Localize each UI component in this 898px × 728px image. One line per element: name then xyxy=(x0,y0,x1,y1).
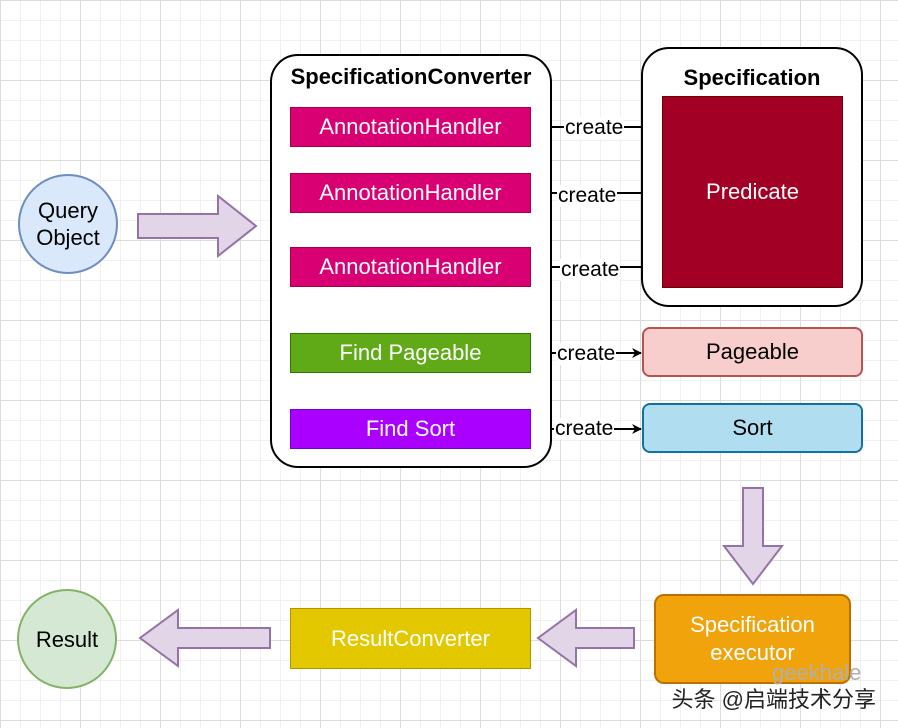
annotation-handler-1: AnnotationHandler xyxy=(290,107,531,147)
specification-executor-label: Specification executor xyxy=(690,612,815,665)
find-sort-box: Find Sort xyxy=(290,409,531,449)
flow-arrow-resultconverter-to-result xyxy=(138,608,271,668)
edge-label-create-2: create xyxy=(557,184,618,207)
flow-arrow-query-to-converter xyxy=(137,193,258,259)
edge-label-create-5: create xyxy=(554,417,615,440)
predicate-label: Predicate xyxy=(706,179,799,204)
find-pageable-label: Find Pageable xyxy=(339,340,482,365)
edge-label-create-3: create xyxy=(560,258,621,281)
watermark-faint: geekhale xyxy=(772,660,862,685)
annotation-handler-3-label: AnnotationHandler xyxy=(319,254,502,279)
edge-label-create-1: create xyxy=(564,116,625,139)
flow-arrow-executor-to-resultconverter xyxy=(536,608,635,668)
pageable-label: Pageable xyxy=(706,339,799,364)
sort-box: Sort xyxy=(642,403,863,453)
result-node: Result xyxy=(17,589,117,689)
specification-executor-box: Specification executor xyxy=(654,594,851,684)
annotation-handler-2-label: AnnotationHandler xyxy=(319,180,502,205)
watermark-text: 头条 @启端技术分享 xyxy=(671,687,876,712)
find-sort-label: Find Sort xyxy=(365,416,456,441)
annotation-handler-2: AnnotationHandler xyxy=(290,173,531,213)
query-object-node: Query Object xyxy=(18,174,118,274)
annotation-handler-3: AnnotationHandler xyxy=(290,247,531,287)
predicate-box: Predicate xyxy=(662,96,843,288)
find-pageable-box: Find Pageable xyxy=(290,333,531,373)
result-converter-box: ResultConverter xyxy=(290,608,531,669)
result-label: Result xyxy=(35,626,99,652)
pageable-box: Pageable xyxy=(642,327,863,377)
query-object-label: Query Object xyxy=(36,198,100,250)
specification-title: Specification xyxy=(683,65,821,90)
result-converter-label: ResultConverter xyxy=(331,625,490,651)
specification-converter-title: SpecificationConverter xyxy=(290,64,532,89)
sort-label: Sort xyxy=(732,415,773,440)
annotation-handler-1-label: AnnotationHandler xyxy=(319,114,502,139)
edge-label-create-4: create xyxy=(556,342,617,365)
flow-arrow-sort-to-executor xyxy=(721,487,785,586)
